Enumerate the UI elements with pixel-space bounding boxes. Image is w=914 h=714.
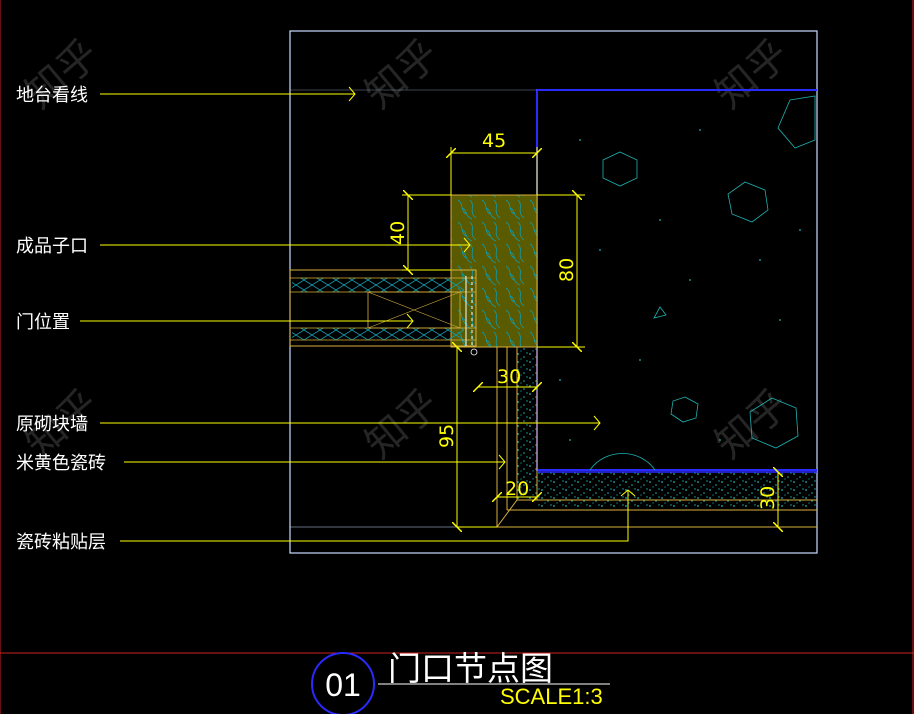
detail-title: 门口节点图: [388, 649, 553, 688]
dim-20: 20: [505, 478, 529, 500]
dim-45: 45: [482, 130, 506, 152]
scale-label: SCALE1:3: [500, 684, 603, 709]
detail-number: 01: [325, 667, 361, 703]
watermark: 知乎: [357, 381, 448, 468]
dim-95: 95: [436, 424, 458, 448]
dimension-lines: [402, 147, 778, 527]
callout-leaders: [80, 86, 636, 542]
detail-number-circle: [311, 652, 375, 714]
label-masonry-wall: 原砌块墙: [16, 414, 88, 435]
floor-tile-layers: [290, 471, 817, 528]
label-beige-tile: 米黄色瓷砖: [16, 453, 106, 474]
watermark-group: 知乎 知乎 知乎 知乎 知乎 知乎: [17, 31, 798, 468]
watermark: 知乎: [707, 381, 798, 468]
dim-30-top: 30: [497, 366, 521, 388]
label-finished-door-trim: 成品子口: [16, 236, 88, 257]
watermark: 知乎: [357, 31, 448, 118]
label-door-position: 门位置: [16, 312, 70, 333]
label-tile-adhesive-layer: 瓷砖粘贴层: [16, 532, 106, 553]
dim-30-side: 30: [757, 486, 779, 510]
label-ground-sightline: 地台看线: [16, 85, 88, 106]
door-leaf: [289, 269, 478, 356]
door-trim-profile: [450, 194, 538, 348]
watermark: 知乎: [707, 31, 798, 118]
dim-80: 80: [556, 258, 578, 282]
dim-40: 40: [387, 221, 409, 245]
